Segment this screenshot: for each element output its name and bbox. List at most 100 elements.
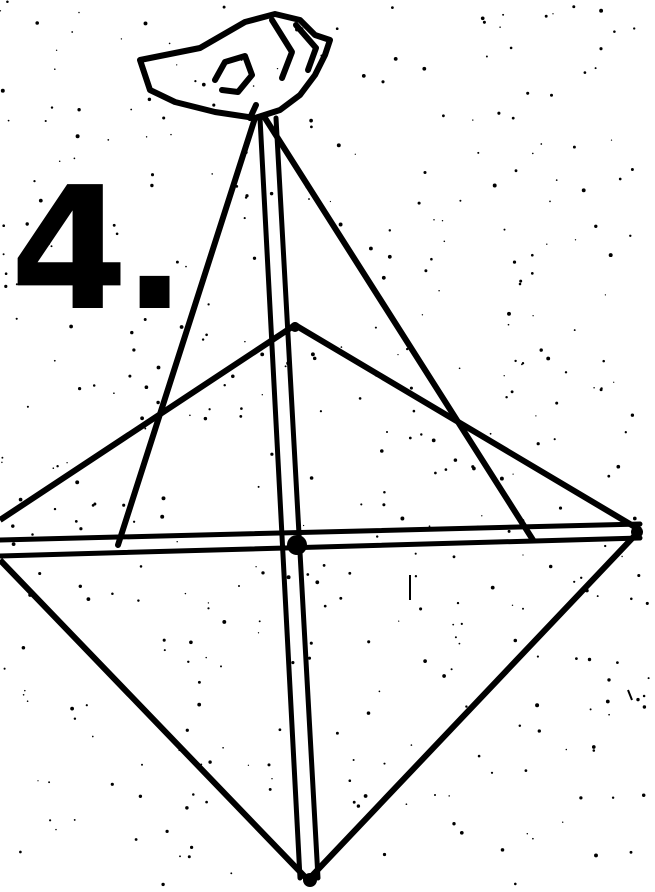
speckle: [546, 357, 550, 361]
speckle: [187, 661, 189, 663]
speckle: [545, 15, 548, 18]
speckle: [271, 778, 272, 779]
speckle: [630, 598, 633, 601]
speckle: [636, 698, 639, 701]
speckle: [135, 838, 138, 841]
speckle: [369, 247, 373, 251]
speckle: [348, 572, 351, 575]
speckle: [11, 524, 14, 527]
speckle: [33, 180, 35, 182]
speckle: [180, 325, 184, 329]
speckle: [79, 585, 82, 588]
speckle: [353, 801, 356, 804]
speckle: [630, 851, 633, 854]
speckle: [594, 225, 597, 228]
speckle: [348, 779, 351, 782]
speckle: [532, 153, 534, 155]
speckle: [521, 364, 523, 366]
speckle: [185, 266, 187, 268]
speckle: [162, 496, 166, 500]
speckle: [188, 855, 191, 858]
speckle: [555, 402, 558, 405]
speckle: [531, 272, 534, 275]
speckle: [75, 480, 79, 484]
speckle: [483, 21, 486, 24]
speckle: [111, 593, 114, 596]
speckle: [540, 143, 542, 145]
speckle: [382, 276, 386, 280]
speckle: [12, 542, 16, 546]
speckle: [323, 564, 326, 567]
speckle: [78, 12, 80, 14]
speckle: [4, 668, 6, 670]
speckle: [454, 458, 458, 462]
speckle: [459, 367, 461, 369]
speckle: [566, 749, 568, 751]
speckle: [382, 503, 385, 506]
speckle: [92, 736, 94, 738]
speckle: [444, 241, 446, 243]
speckle: [176, 541, 177, 542]
speckle: [315, 580, 319, 584]
speckle: [397, 354, 398, 355]
speckle: [223, 384, 225, 386]
speckle: [565, 371, 567, 373]
speckle: [537, 442, 540, 445]
speckle: [49, 819, 51, 821]
speckle: [132, 348, 135, 351]
speckle: [139, 795, 142, 798]
speckle: [162, 116, 165, 119]
speckle: [391, 6, 394, 9]
speckle: [522, 608, 524, 610]
speckle: [592, 745, 596, 749]
speckle: [51, 106, 53, 108]
speckle: [549, 565, 553, 569]
speckle: [442, 220, 443, 221]
speckle: [535, 415, 536, 416]
speckle: [238, 585, 240, 587]
speckle: [239, 415, 242, 418]
speckle: [616, 465, 620, 469]
speckle: [418, 202, 421, 205]
speckle: [642, 794, 645, 797]
speckle: [111, 783, 114, 786]
speckle: [550, 94, 553, 97]
speckle: [505, 396, 507, 398]
speckle: [248, 765, 249, 766]
speckle: [58, 212, 62, 216]
speckle: [74, 717, 76, 719]
speckle: [339, 223, 343, 227]
speckle: [631, 414, 634, 417]
speckle: [5, 272, 8, 275]
speckle: [367, 640, 370, 643]
speckle: [613, 30, 616, 33]
speckle: [279, 728, 282, 731]
speckle: [285, 365, 287, 367]
speckle: [423, 659, 427, 663]
speckle: [643, 705, 646, 708]
speckle: [259, 620, 261, 622]
speckle: [579, 796, 582, 799]
speckle: [594, 853, 598, 857]
speckle: [388, 255, 392, 259]
speckle: [54, 68, 56, 70]
speckle: [514, 360, 516, 362]
speckle: [593, 387, 595, 389]
speckle: [270, 453, 273, 456]
speckle: [353, 759, 355, 761]
speckle: [457, 602, 459, 604]
speckle: [253, 257, 256, 260]
speckle: [448, 795, 450, 797]
speckle: [78, 387, 81, 390]
speckle: [519, 724, 521, 726]
speckle: [87, 597, 91, 601]
speckle: [190, 846, 193, 849]
speckle: [303, 525, 304, 526]
speckle: [415, 553, 417, 555]
speckle: [0, 10, 1, 11]
speckle: [24, 690, 26, 692]
speckle: [522, 554, 523, 555]
speckle: [220, 665, 222, 667]
speckle: [514, 883, 517, 886]
